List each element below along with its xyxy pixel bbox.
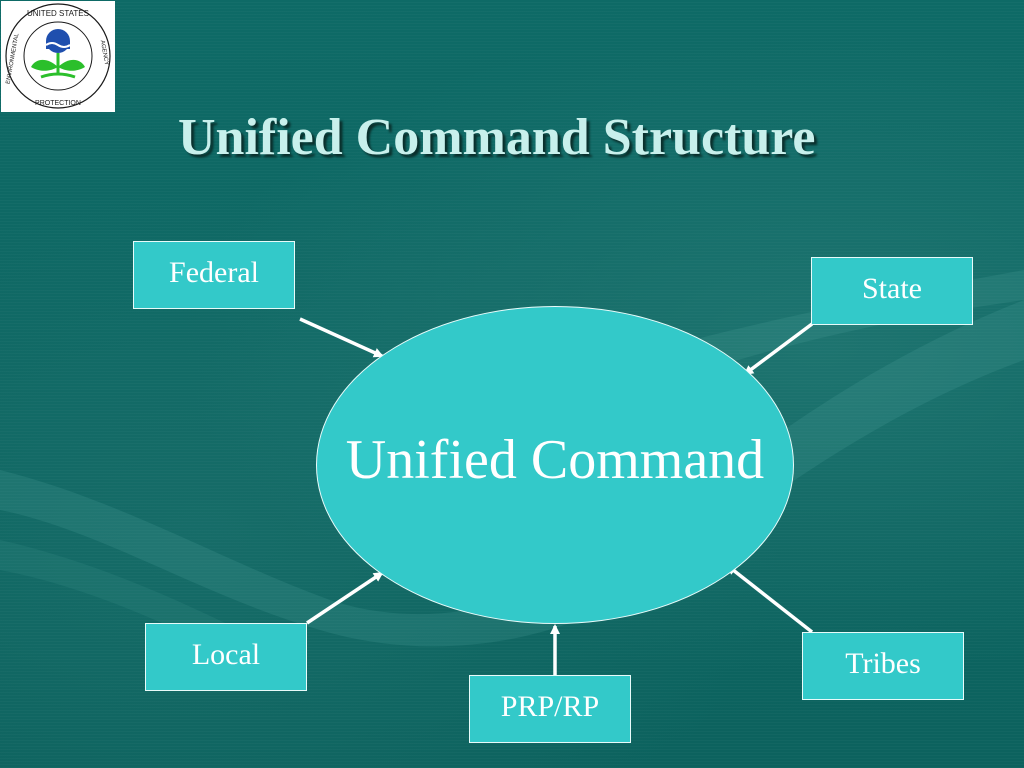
unified-command-ellipse: Unified Command — [316, 306, 794, 624]
arrow-federal-to-hub — [299, 317, 384, 358]
slide-title: Unified Command Structure — [178, 109, 816, 166]
arrow-local-to-hub — [306, 571, 384, 625]
logo-leaf-left — [31, 59, 58, 71]
arrow-state-to-hub — [743, 322, 814, 376]
logo-text-right: AGENCY — [99, 40, 109, 66]
epa-logo: UNITED STATES PROTECTION ENVIRONMENTAL A… — [1, 1, 115, 112]
unified-command-label: Unified Command — [345, 429, 765, 491]
node-local: Local — [145, 623, 307, 691]
node-state: State — [811, 257, 973, 325]
logo-text-bottom: PROTECTION — [35, 100, 81, 107]
node-prp-rp: PRP/RP — [469, 675, 631, 743]
arrow-tribes-to-hub — [726, 564, 814, 634]
logo-leaf-right — [58, 59, 85, 71]
logo-text-top: UNITED STATES — [27, 9, 89, 18]
epa-seal-icon: UNITED STATES PROTECTION ENVIRONMENTAL A… — [5, 3, 111, 109]
node-tribes: Tribes — [802, 632, 964, 700]
node-federal: Federal — [133, 241, 295, 309]
